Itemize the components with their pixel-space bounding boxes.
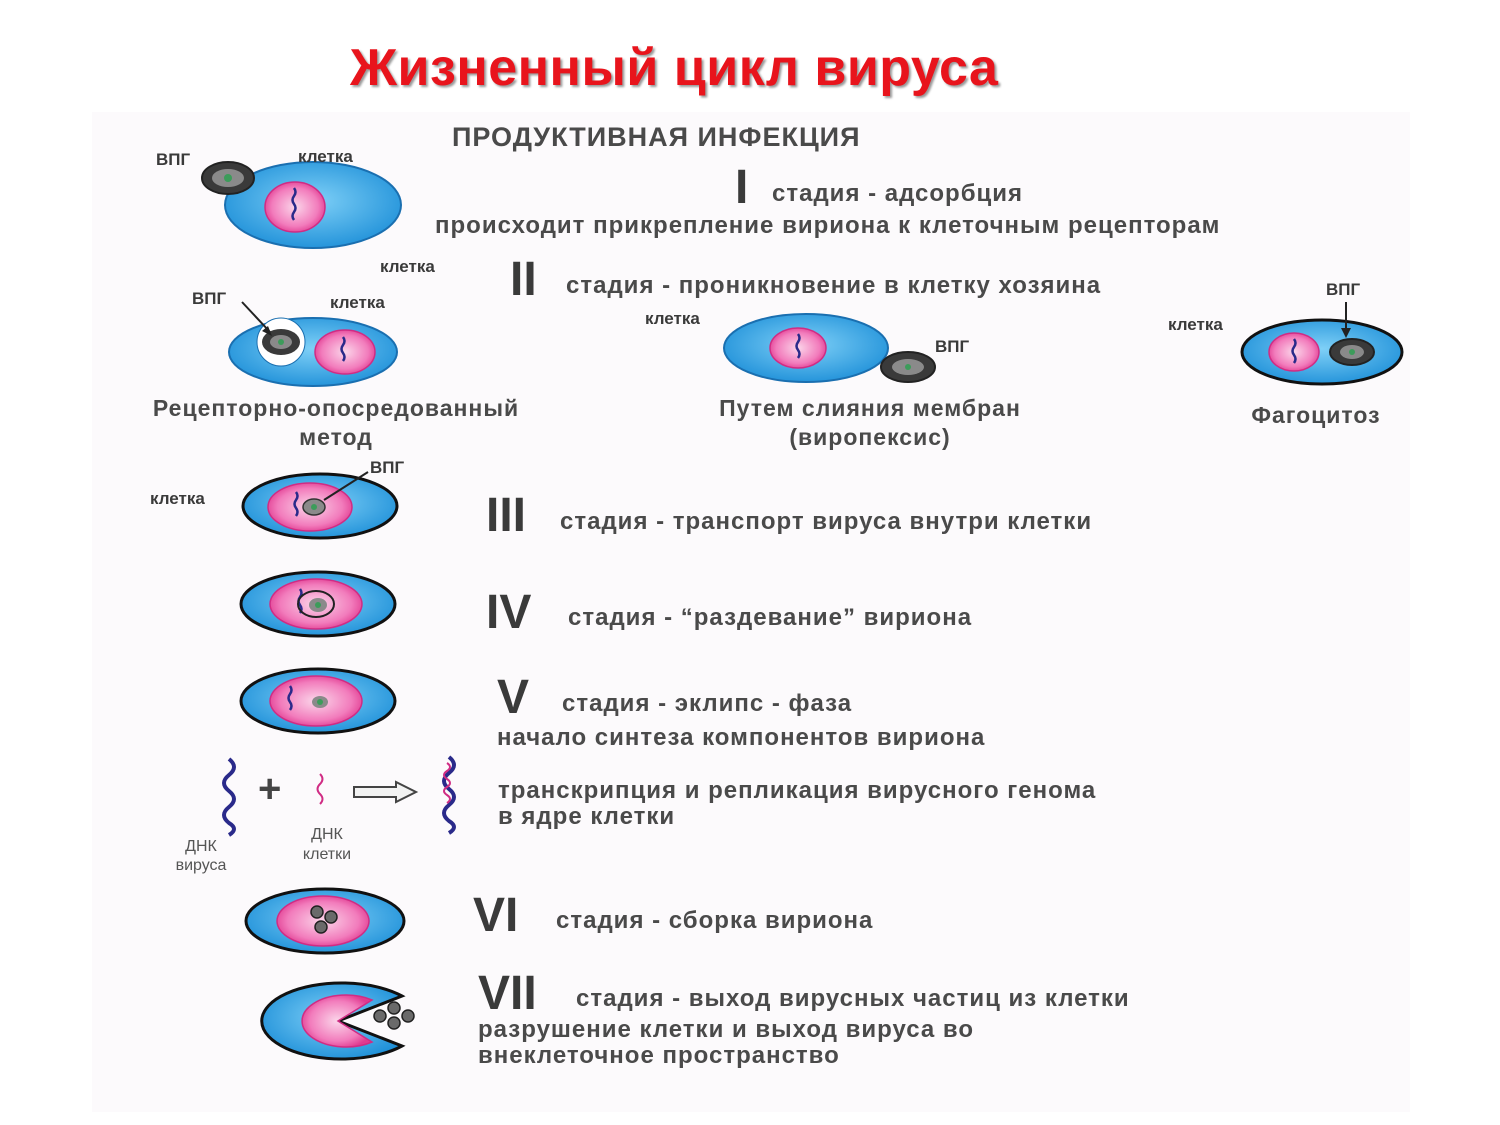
label-vpg-phago: ВПГ [1326, 280, 1361, 299]
cell-stage-7 [260, 981, 415, 1061]
label-vpg-stage-1: ВПГ [156, 150, 191, 169]
stage-4-title: стадия - “раздевание” вириона [568, 604, 973, 631]
label-cell-fusion: клетка [645, 309, 700, 328]
caption-fusion-line-1: Путем слияния мембран [719, 395, 1021, 421]
arrow-vpg-phago [1341, 302, 1351, 338]
stage-7-title: стадия - выход вирусных частиц из клетки [576, 985, 1130, 1012]
cell-stage-6 [244, 887, 406, 955]
stage-1-title: стадия - адсорбция [772, 180, 1024, 207]
stage-1-description: происходит прикрепление вириона к клеточ… [435, 212, 1221, 239]
dna-cell-label-1: ДНК [311, 826, 343, 843]
transcription-line-1: транскрипция и репликация вирусного гено… [498, 777, 1097, 804]
stage-5-description: начало синтеза компонентов вириона [497, 724, 986, 751]
stage-3-title: стадия - транспорт вируса внутри клетки [560, 508, 1093, 535]
cell-stage-3 [241, 471, 399, 540]
stage-1-numeral: I [735, 161, 749, 214]
stage-7-description-2: внеклеточное пространство [478, 1042, 840, 1069]
stage-2-title: стадия - проникновение в клетку хозяина [566, 272, 1102, 299]
stage-2-numeral: II [510, 253, 537, 306]
label-cell-receptor: клетка [330, 293, 385, 312]
dna-combined-icon [442, 755, 456, 835]
cell-stage-5 [239, 667, 397, 735]
caption-receptor-line-1: Рецепторно-опосредованный [152, 395, 520, 421]
label-vpg-fusion: ВПГ [935, 337, 970, 356]
label-cell-stage-1: клетка [298, 147, 353, 166]
stage-6-title: стадия - сборка вириона [556, 907, 874, 934]
cell-stage-1 [201, 161, 402, 249]
dna-virus-icon [222, 757, 236, 837]
cell-phagocytosis [1240, 318, 1404, 386]
caption-receptor-line-2: метод [299, 424, 373, 450]
label-vpg-stage-3: ВПГ [370, 458, 405, 477]
caption-phago: Фагоцитоз [1251, 402, 1381, 428]
dna-cell-label-2: клетки [302, 846, 352, 863]
label-cell-stage-3: клетка [150, 489, 205, 508]
dna-virus-label-1: ДНК [185, 838, 217, 855]
transcription-line-2: в ядре клетки [498, 803, 676, 830]
stage-7-description-1: разрушение клетки и выход вируса во [478, 1016, 975, 1043]
caption-fusion-line-2: (виропексис) [789, 424, 951, 450]
label-vpg-receptor: ВПГ [192, 289, 227, 308]
dna-cell-icon [316, 773, 324, 805]
cell-membrane-fusion [723, 313, 936, 383]
right-arrow-icon [353, 780, 419, 804]
plus-sign: + [258, 767, 282, 811]
stage-6-numeral: VI [473, 889, 519, 942]
diagram-subtitle: ПРОДУКТИВНАЯ ИНФЕКЦИЯ [452, 122, 861, 152]
arrow-vpg-receptor [241, 301, 272, 336]
dna-virus-label-2: вируса [175, 857, 227, 874]
label-cell-stage-2-top: клетка [380, 257, 435, 276]
stage-3-numeral: III [486, 489, 527, 542]
label-cell-phago: клетка [1168, 315, 1223, 334]
stage-5-title: стадия - эклипс - фаза [562, 690, 853, 717]
cell-stage-4 [239, 570, 397, 638]
stage-4-numeral: IV [486, 586, 532, 639]
page-title: Жизненный цикл вируса [350, 39, 999, 97]
stage-5-numeral: V [497, 671, 530, 724]
stage-7-numeral: VII [478, 967, 537, 1020]
